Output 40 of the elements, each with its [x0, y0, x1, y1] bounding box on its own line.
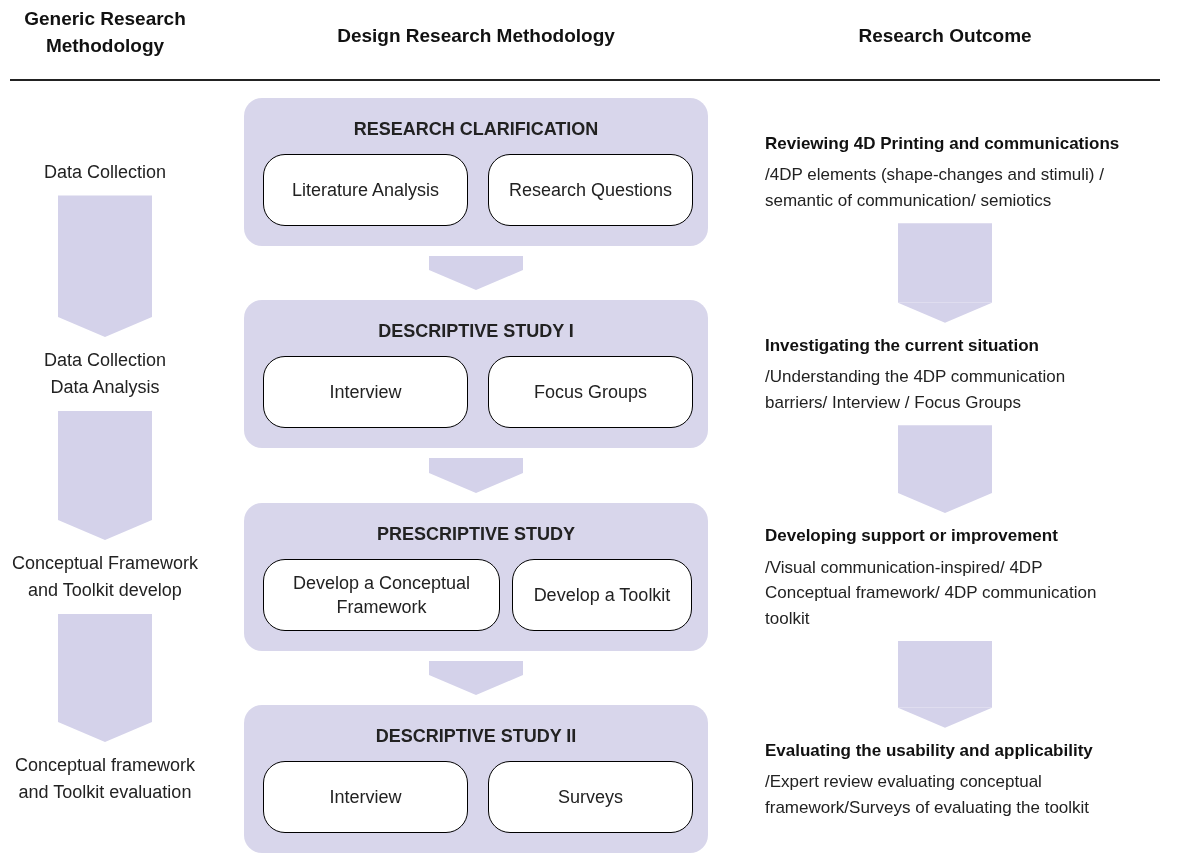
- stage-panel: [244, 300, 708, 448]
- rounded-box: Interview: [263, 761, 468, 833]
- block-arrow: [58, 614, 152, 742]
- stage-title: PRESCRIPTIVE STUDY: [375, 523, 576, 546]
- column-heading: Generic Research Methodology: [23, 7, 187, 58]
- column-heading: Research Outcome: [857, 24, 1033, 48]
- block-arrow: [898, 641, 992, 728]
- stage-panel: [244, 503, 708, 651]
- rounded-box: Interview: [263, 356, 468, 428]
- stage-panel: [244, 705, 708, 853]
- method-step: Conceptual framework and Toolkit evaluation: [0, 752, 210, 806]
- outcome-description: /Visual communication-inspired/ 4DP Conceptual framework/ 4DP communication toolkit: [765, 556, 1098, 630]
- rounded-box: Develop a Conceptual Framework: [263, 559, 500, 631]
- rounded-box: Research Questions: [488, 154, 693, 226]
- stage-title: DESCRIPTIVE STUDY I: [377, 320, 575, 343]
- method-step: Data Collection Data Analysis: [30, 347, 180, 401]
- block-arrow: [58, 411, 152, 540]
- block-arrow: [898, 425, 992, 513]
- rounded-box: Focus Groups: [488, 356, 693, 428]
- block-arrow: [58, 195, 152, 337]
- rounded-box: Surveys: [488, 761, 693, 833]
- outcome-heading: Investigating the current situation: [765, 334, 1040, 357]
- block-arrow: [429, 458, 523, 493]
- stage-title: DESCRIPTIVE STUDY II: [374, 725, 578, 748]
- outcome-heading: Developing support or improvement: [765, 525, 1059, 547]
- column-heading: Design Research Methodology: [336, 24, 616, 48]
- stage-panel: [244, 98, 708, 246]
- outcome-description: /4DP elements (shape-changes and stimuli) / semantic of communication/ semiotics: [765, 164, 1105, 212]
- outcome-description: /Understanding the 4DP communication barriers/ Interview / Focus Groups: [765, 366, 1067, 414]
- outcome-heading: Reviewing 4D Printing and communications: [765, 132, 1121, 155]
- outcome-description: /Expert review evaluating conceptual framework/Surveys of evaluating the toolkit: [765, 771, 1091, 819]
- stage-title: RESEARCH CLARIFICATION: [352, 118, 600, 141]
- outcome-heading: Evaluating the usability and applicability: [765, 739, 1094, 762]
- method-step: Conceptual Framework and Toolkit develop: [0, 550, 210, 604]
- rounded-box: Literature Analysis: [263, 154, 468, 226]
- block-arrow: [898, 223, 992, 323]
- block-arrow: [429, 256, 523, 290]
- block-arrow: [429, 661, 523, 695]
- method-step: Data Collection: [43, 158, 167, 186]
- rounded-box: Develop a Toolkit: [512, 559, 692, 631]
